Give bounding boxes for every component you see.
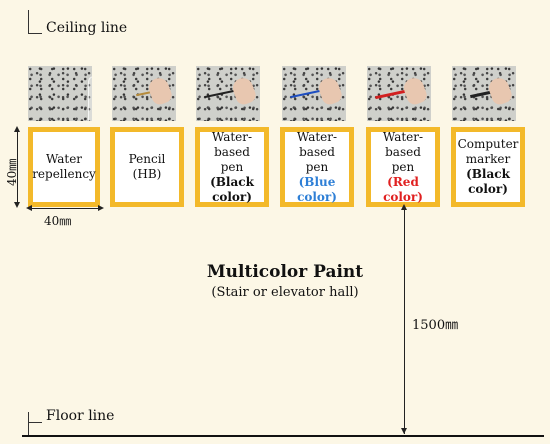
- sample-box-water-repellency: Water repellency: [28, 127, 100, 207]
- floor-leader: [28, 422, 42, 423]
- photo-black-pen: [196, 66, 260, 121]
- width-dimension-label: 40㎜: [44, 214, 72, 228]
- sample-color: (Red color): [383, 174, 423, 204]
- sample-box-computer-marker: Computer marker (Black color): [451, 127, 525, 207]
- hand-icon: [401, 75, 429, 107]
- sample-line2: repellency: [32, 167, 96, 181]
- hand-icon: [486, 75, 514, 107]
- spray-bottle-icon: [88, 76, 92, 121]
- diagram-subtitle: (Stair or elevator hall): [211, 285, 359, 300]
- diagram-title: Multicolor Paint: [206, 262, 364, 282]
- ceiling-marker: [28, 10, 29, 34]
- hand-icon: [316, 75, 344, 107]
- floor-label: Floor line: [46, 408, 115, 424]
- sample-line1: Computer: [457, 137, 519, 151]
- arrow-left-icon: [26, 205, 32, 211]
- sample-box-pencil: Pencil (HB): [110, 127, 184, 207]
- photo-pencil: [112, 66, 176, 121]
- width-dimension-line: [28, 208, 100, 209]
- arrow-up-icon: [401, 204, 407, 210]
- photo-blue-pen: [282, 66, 346, 121]
- sample-line1: Water-based: [382, 129, 424, 159]
- hand-icon: [230, 75, 258, 107]
- floor-line: [22, 435, 544, 437]
- sample-box-blue-pen: Water-based pen (Blue color): [280, 127, 354, 207]
- sample-line1: Water-based: [211, 129, 253, 159]
- sample-box-red-pen: Water-based pen (Red color): [366, 127, 440, 207]
- arrow-right-icon: [98, 205, 104, 211]
- sample-color: (Black color): [210, 174, 254, 204]
- height-dimension-label: 40㎜: [5, 158, 19, 186]
- sample-color: (Black color): [466, 167, 510, 196]
- sample-line2: pen: [305, 159, 329, 174]
- sample-box-black-pen: Water-based pen (Black color): [195, 127, 269, 207]
- ceiling-label: Ceiling line: [46, 20, 128, 36]
- arrow-down-icon: [14, 202, 20, 208]
- sample-line1: Water-based: [296, 129, 338, 159]
- photo-water-repellency: [28, 66, 92, 121]
- sample-line2: pen: [391, 159, 415, 174]
- height-from-floor-line: [404, 206, 405, 434]
- arrow-down-icon: [401, 428, 407, 434]
- height-dimension-line: [17, 128, 18, 206]
- sample-line1: Water: [45, 152, 83, 166]
- sample-line2: marker: [465, 152, 511, 166]
- photo-red-pen: [367, 66, 431, 121]
- sample-line1: Pencil: [128, 152, 166, 166]
- sample-color: (Blue color): [297, 174, 337, 204]
- sample-line2: pen: [220, 159, 244, 174]
- hand-icon: [146, 75, 174, 107]
- photo-computer-marker: [452, 66, 516, 121]
- ceiling-leader: [28, 33, 42, 34]
- floor-marker: [28, 412, 29, 436]
- sample-line2: (HB): [132, 167, 162, 181]
- arrow-up-icon: [14, 126, 20, 132]
- height-from-floor-label: 1500㎜: [412, 318, 459, 333]
